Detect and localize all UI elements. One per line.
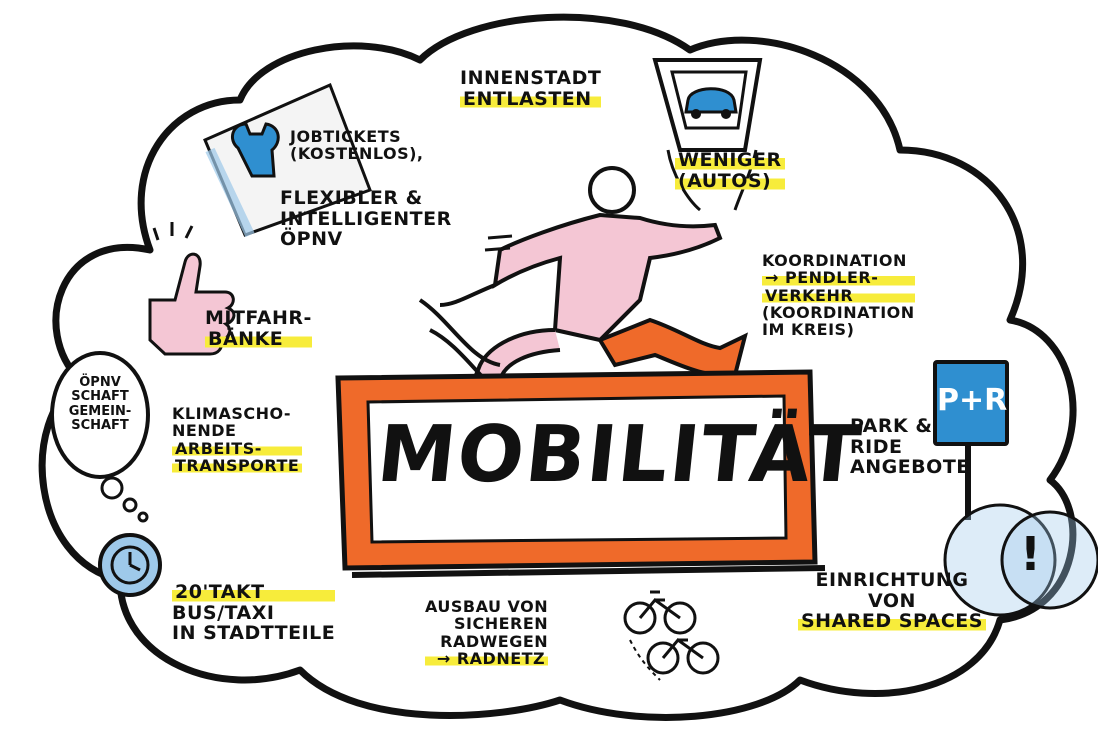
note-line: MITFAHR- [205,307,312,329]
note-line: IN STADTTEILE [172,622,336,645]
note-line: TRANSPORTE [172,457,303,474]
note-line: ÖPNV [280,228,343,251]
note-line: SCHAFT [71,417,129,433]
exclamation-bubble-icon [943,503,1098,617]
note-takt: 20'TAKT BUS/TAXI IN STADTTEILE [172,582,336,645]
note-line: ENTLASTEN [460,88,602,110]
note-line: VERKEHR [762,286,915,304]
note-line: 20'TAKT [172,582,336,603]
note-line: BÄNKE [205,328,312,350]
note-innenstadt: INNENSTADT ENTLASTEN [460,67,602,110]
note-line: KOORDINATION [762,251,907,270]
note-line: SICHEREN [453,614,549,634]
note-line: BUS/TAXI [172,601,275,624]
note-shared-spaces: EINRICHTUNG VON SHARED SPACES [798,570,986,632]
note-line: FLEXIBLER & [280,187,423,209]
note-line: PARK & [850,415,933,437]
main-title: MOBILITÄT [373,410,867,500]
note-line: GEMEIN- [68,403,132,419]
note-line: INNENSTADT [460,67,602,89]
exclamation-mark: ! [1020,527,1042,581]
note-line: SHARED SPACES [798,611,986,632]
note-line: AUSBAU VON [425,597,549,616]
note-park-ride: PARK & RIDE ANGEBOTE [850,416,970,478]
note-line: JOBTICKETS [290,127,402,146]
note-radwege: AUSBAU VON SICHEREN RADWEGEN → RADNETZ [425,597,549,667]
note-line: RIDE [850,435,903,458]
bicycle-icon [623,590,720,681]
note-line: NENDE [172,421,237,441]
thought-bubble [50,351,150,523]
note-mitfahrbaenke: MITFAHR- BÄNKE [205,307,312,350]
note-jobtickets: JOBTICKETS (KOSTENLOS), [290,128,424,163]
note-line: → RADNETZ [425,650,549,667]
running-person-icon [418,166,749,394]
title-box [335,369,826,578]
note-line: (KOORDINATION [762,302,915,322]
note-line: KLIMASCHO- [172,404,292,423]
note-line: EINRICHTUNG [815,569,969,591]
note-klimaschonende-transporte: KLIMASCHO- NENDE ARBEITS- TRANSPORTE [172,404,303,474]
note-oepnv-gemeinschaft: ÖPNV SCHAFT GEMEIN- SCHAFT [64,375,136,433]
note-koordination: KOORDINATION → PENDLER- VERKEHR (KOORDIN… [762,252,915,338]
wrench-icon [230,122,280,178]
note-oepnv: FLEXIBLER & INTELLIGENTER ÖPNV [280,188,452,250]
clock-icon [98,533,162,597]
note-line: ANGEBOTE [850,456,970,479]
note-line: WENIGER [675,150,785,171]
parking-sign-icon: P+R [933,360,1009,446]
note-line: VON [868,589,916,612]
note-line: → PENDLER- [762,269,915,287]
note-line: (KOSTENLOS), [290,144,424,164]
note-line: IM KREIS) [762,320,855,340]
note-line: ÖPNV [79,375,121,390]
note-weniger-autos: WENIGER (AUTOS) [675,150,785,192]
note-line: (AUTOS) [675,170,785,192]
note-line: SCHAFT [71,389,129,405]
note-line: RADWEGEN [440,631,549,651]
note-line: ARBEITS- [172,439,303,457]
note-line: INTELLIGENTER [280,207,452,230]
